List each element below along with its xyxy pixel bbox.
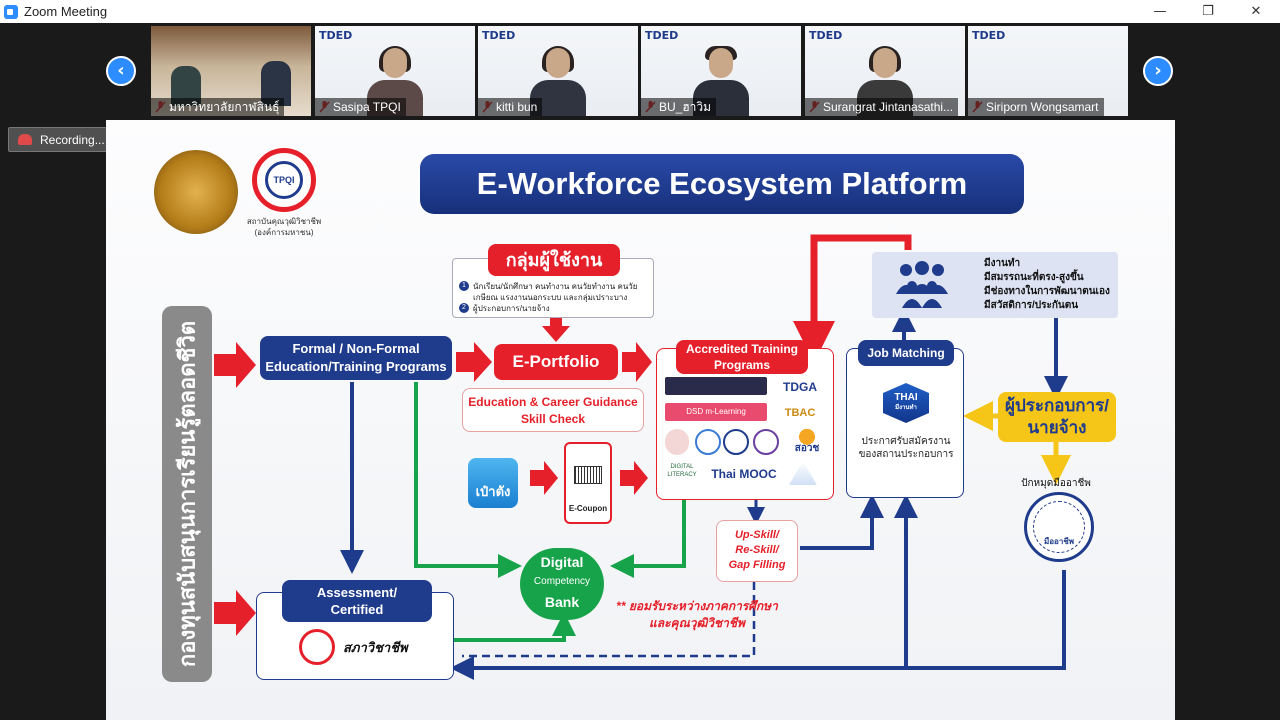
government-seal-logo (154, 150, 238, 234)
thai-mooc-logo: Thai MOOC (711, 465, 777, 483)
lifelong-fund-banner: กองทุนสนับสนุนการเรียนรู้ตลอดชีวิต (162, 306, 212, 682)
shared-screen-slide: TPQI สถาบันคุณวุฒิวิชาชีพ (องค์การมหาชน)… (106, 120, 1175, 720)
participant-tile[interactable]: TDED BU_ฮาวิม (641, 26, 801, 116)
recording-label: Recording... (40, 132, 105, 147)
professional-pin-label: ปักหมุดมืออาชีพ (1021, 478, 1091, 489)
guidance-line2: Skill Check (520, 412, 586, 426)
prev-page-arrow-icon[interactable]: ‹ (106, 56, 136, 86)
e-coupon-phone: E-Coupon (564, 442, 612, 524)
participant-name: kitti bun (478, 98, 543, 116)
council-logo (299, 629, 335, 665)
participant-name: Surangrat Jintanasathi... (805, 98, 959, 116)
flow-arrows (214, 234, 1071, 680)
user-group-item-2: 2 ผู้ประกอบการ/นายจ้าง (459, 303, 550, 314)
thai-mee-ngan-tham-logo: THAI มีงานทำ (883, 383, 929, 423)
lifelong-fund-label: กองทุนสนับสนุนการเรียนรู้ตลอดชีวิต (174, 320, 200, 668)
org-name: สถาบันคุณวุฒิวิชาชีพ (องค์การมหาชน) (234, 216, 334, 238)
participant-name: Sasipa TPQI (315, 98, 406, 116)
person-silhouette (530, 46, 586, 116)
user-group-item-1: 1 นักเรียน/นักศึกษา คนทำงาน คนวัยทำงาน ค… (459, 281, 649, 303)
formal-line2: Education/Training Programs (265, 359, 447, 374)
slide-title: E-Workforce Ecosystem Platform (420, 154, 1024, 214)
job-matching-caption: ประกาศรับสมัครงาน ของสถานประกอบการ (858, 436, 954, 460)
participant-gallery: ‹ มหาวิทยาลัยกาฬสินธุ์ TDED Sasipa TPQI … (0, 23, 1280, 120)
digital-competency-bank: Digital Competency Bank (520, 548, 604, 620)
next-page-arrow-icon[interactable]: › (1143, 56, 1173, 86)
tdep-watermark: TDED (972, 29, 1006, 42)
dsd-logo: DSD m-Learning (665, 403, 767, 421)
partner-logo (695, 429, 721, 455)
benefits-box: มีงานทำ มีสมรรถนะที่ตรง-สูงขึ้น มีช่องทา… (872, 252, 1118, 318)
sorwch-logo: สอวช (789, 429, 825, 455)
partner-logo (665, 377, 767, 395)
title-bar: Zoom Meeting — ❐ ✕ (0, 0, 1280, 23)
council-label: สภาวิชาชีพ (343, 640, 408, 655)
user-group-title: กลุ่มผู้ใช้งาน (488, 244, 620, 276)
partner-logo (665, 429, 689, 455)
tpqi-logo-text: TPQI (265, 161, 303, 199)
window-title: Zoom Meeting (24, 4, 108, 19)
professional-badge-logo: มืออาชีพ (1024, 492, 1094, 562)
partner-logo (789, 461, 817, 485)
tdep-watermark: TDED (319, 29, 353, 42)
paotang-app-icon: เป๋าตัง (468, 458, 518, 508)
participant-name: มหาวิทยาลัยกาฬสินธุ์ (151, 98, 285, 116)
participant-name: Siriporn Wongsamart (968, 98, 1104, 116)
zoom-app-icon (4, 4, 18, 19)
participant-tile[interactable]: มหาวิทยาลัยกาฬสินธุ์ (151, 26, 311, 116)
participant-tile[interactable]: TDED Siriporn Wongsamart (968, 26, 1128, 116)
org-name-line1: สถาบันคุณวุฒิวิชาชีพ (246, 217, 322, 226)
career-guidance-box: Education & Career Guidance Skill Check (462, 388, 644, 432)
participant-tile[interactable]: TDED kitti bun (478, 26, 638, 116)
accredited-title-line1: Accredited Training (685, 342, 799, 356)
maximize-button[interactable]: ❐ (1202, 4, 1214, 19)
tdep-watermark: TDED (645, 29, 679, 42)
guidance-line1: Education & Career Guidance (468, 395, 638, 409)
participant-tile[interactable]: TDED Surangrat Jintanasathi... (805, 26, 965, 116)
participant-name: BU_ฮาวิม (641, 98, 717, 116)
barcode-icon (574, 466, 602, 484)
recognition-note: ** ยอมรับระหว่างภาคการศึกษา และคุณวุฒิวิ… (616, 599, 778, 630)
people-group-icon (896, 261, 948, 308)
tdep-watermark: TDED (809, 29, 843, 42)
paotang-label: เป๋าตัง (475, 484, 511, 499)
digital-literacy-logo: DIGITAL LITERACY (665, 463, 699, 485)
upskill-box: Up-Skill/ Re-Skill/ Gap Filling (716, 520, 798, 582)
e-coupon-label: E-Coupon (568, 504, 608, 513)
e-portfolio-box: E-Portfolio (494, 344, 618, 380)
recording-cloud-icon (18, 134, 32, 145)
tpqi-logo: TPQI (252, 148, 316, 212)
participant-tile[interactable]: TDED Sasipa TPQI (315, 26, 475, 116)
formal-education-box: Formal / Non-Formal Education/Training P… (260, 336, 452, 380)
accredited-title-line2: Programs (713, 358, 771, 372)
minimize-button[interactable]: — (1153, 4, 1167, 19)
org-name-line2: (องค์การมหาชน) (254, 228, 314, 237)
tdep-watermark: TDED (482, 29, 516, 42)
benefits-list: มีงานทำ มีสมรรถนะที่ตรง-สูงขึ้น มีช่องทา… (984, 258, 1110, 311)
tbac-logo: TBAC (775, 405, 825, 421)
accredited-title: Accredited Training Programs (676, 340, 808, 374)
assessment-title: Assessment/ Certified (282, 580, 432, 622)
formal-line1: Formal / Non-Formal (292, 341, 420, 356)
job-matching-title: Job Matching (858, 340, 954, 366)
partner-logo (723, 429, 749, 455)
partner-logo (753, 429, 779, 455)
close-button[interactable]: ✕ (1250, 4, 1262, 19)
job-matching-box: THAI มีงานทำ ประกาศรับสมัครงาน ของสถานปร… (846, 348, 964, 498)
employer-box: ผู้ประกอบการ/ นายจ้าง (998, 392, 1116, 442)
tdga-logo: TDGA (775, 379, 825, 395)
window-controls: — ❐ ✕ (1136, 0, 1280, 23)
